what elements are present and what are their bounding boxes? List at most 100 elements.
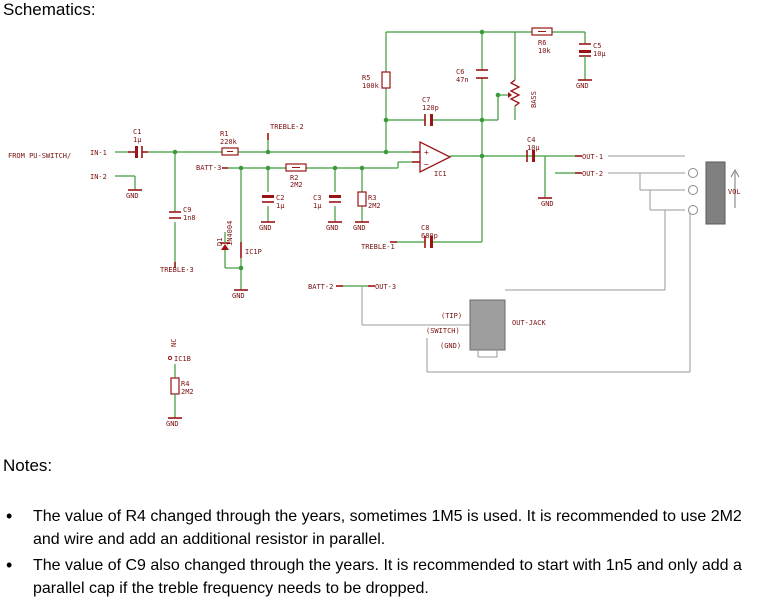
svg-text:2M2: 2M2 xyxy=(290,181,303,189)
potentiometer-vol: VOL xyxy=(688,161,741,225)
svg-text:OUT-1: OUT-1 xyxy=(582,153,603,161)
label-batt-2-out-3: BATT-2 OUT-3 xyxy=(308,283,396,291)
svg-text:100k: 100k xyxy=(362,82,380,90)
label-treble-3: TREBLE-3 xyxy=(160,262,194,274)
svg-text:R2: R2 xyxy=(290,174,298,182)
svg-text:TREBLE-2: TREBLE-2 xyxy=(270,123,304,131)
svg-text:D1: D1 xyxy=(216,238,224,246)
svg-text:+: + xyxy=(424,148,429,157)
svg-text:GND: GND xyxy=(259,224,272,232)
svg-text:1N4004: 1N4004 xyxy=(226,221,234,246)
opamp-ic1b-r4: NC IC1B R4 2M2 GND xyxy=(166,339,194,428)
label-out-2: OUT-2 xyxy=(555,170,603,178)
note-item: The value of R4 changed through the year… xyxy=(0,505,757,551)
svg-text:120p: 120p xyxy=(422,104,439,112)
svg-text:C1: C1 xyxy=(133,128,141,136)
svg-text:(SWITCH): (SWITCH) xyxy=(426,327,460,335)
junction-dot xyxy=(265,149,271,155)
svg-text:GND: GND xyxy=(541,200,554,208)
svg-text:47n: 47n xyxy=(456,76,469,84)
capacitor-c6: C6 47n xyxy=(456,68,488,84)
svg-text:IC1: IC1 xyxy=(434,170,447,178)
svg-text:R6: R6 xyxy=(538,39,546,47)
svg-text:R5: R5 xyxy=(362,74,370,82)
svg-text:C4: C4 xyxy=(527,136,535,144)
wire-feedback xyxy=(385,31,586,243)
svg-text:1µ: 1µ xyxy=(313,202,322,210)
svg-text:IC1B: IC1B xyxy=(174,355,191,363)
svg-text:OUT-3: OUT-3 xyxy=(375,283,396,291)
svg-text:VOL: VOL xyxy=(728,188,741,196)
svg-text:GND: GND xyxy=(576,82,589,90)
label-from-pu-switch: FROM PU-SWITCH/ xyxy=(8,152,71,160)
svg-text:BASS: BASS xyxy=(530,91,538,108)
junction-dot xyxy=(172,149,178,155)
svg-text:(TIP): (TIP) xyxy=(441,312,462,320)
svg-text:C5: C5 xyxy=(593,42,601,50)
svg-text:R3: R3 xyxy=(368,194,376,202)
svg-text:R4: R4 xyxy=(181,380,189,388)
svg-text:(GND): (GND) xyxy=(440,342,461,350)
schematics-heading: Schematics: xyxy=(3,0,96,19)
svg-text:−: − xyxy=(424,160,429,169)
svg-text:OUT-JACK: OUT-JACK xyxy=(512,319,547,327)
svg-text:GND: GND xyxy=(126,192,139,200)
svg-text:IC1P: IC1P xyxy=(245,248,262,256)
diode-d1: D1 1N4004 xyxy=(216,221,241,269)
wire-offboard xyxy=(361,155,691,373)
capacitor-c2: C2 1µ GND xyxy=(259,194,285,232)
opamp-ic1: + − IC1 xyxy=(412,140,575,178)
resistor-r2: R2 2M2 xyxy=(285,163,307,189)
svg-text:NC: NC xyxy=(170,339,178,347)
wire-bias xyxy=(228,161,412,290)
svg-text:10µ: 10µ xyxy=(527,144,540,152)
svg-text:TREBLE-3: TREBLE-3 xyxy=(160,266,194,274)
resistor-r1: R1 220k xyxy=(220,130,239,156)
svg-text:2M2: 2M2 xyxy=(368,202,381,210)
svg-text:GND: GND xyxy=(326,224,339,232)
resistor-r5: R5 100k xyxy=(362,71,391,90)
capacitor-c3: C3 1µ GND xyxy=(313,194,342,232)
svg-text:GND: GND xyxy=(232,292,245,300)
svg-text:C3: C3 xyxy=(313,194,321,202)
label-batt-3: BATT-3 xyxy=(196,164,221,172)
schematic-diagram: FROM PU-SWITCH/ IN-1 IN-2 GND C1 1µ R1 2… xyxy=(8,27,741,428)
capacitor-c1: C1 1µ xyxy=(128,128,148,158)
svg-text:1n8: 1n8 xyxy=(183,214,196,222)
svg-text:GND: GND xyxy=(166,420,179,428)
svg-text:1µ: 1µ xyxy=(133,136,142,144)
svg-text:TREBLE-1: TREBLE-1 xyxy=(361,243,395,251)
resistor-r6: R6 10k xyxy=(531,27,553,55)
label-out-1: OUT-1 xyxy=(575,153,603,161)
label-in2: IN-2 xyxy=(90,173,107,181)
potentiometer-bass: BASS xyxy=(508,79,538,120)
notes-list: The value of R4 changed through the year… xyxy=(0,505,757,603)
svg-text:2M2: 2M2 xyxy=(181,388,194,396)
label-treble-2: TREBLE-2 xyxy=(267,123,304,140)
svg-text:BATT-2: BATT-2 xyxy=(308,283,333,291)
note-item: The value of C9 also changed through the… xyxy=(0,554,757,600)
capacitor-c4: C4 10µ GND xyxy=(526,136,554,208)
svg-text:C8: C8 xyxy=(421,224,429,232)
svg-text:10k: 10k xyxy=(538,47,551,55)
svg-text:C6: C6 xyxy=(456,68,464,76)
capacitor-c7: C7 120p xyxy=(422,96,439,126)
svg-text:C9: C9 xyxy=(183,206,191,214)
capacitor-c9: C9 1n8 xyxy=(169,206,196,222)
svg-text:220k: 220k xyxy=(220,138,238,146)
gnd-symbol: GND xyxy=(126,189,142,200)
wire-in2-ground xyxy=(115,175,136,190)
capacitor-c8: C8 680p xyxy=(421,224,438,248)
svg-text:OUT-2: OUT-2 xyxy=(582,170,603,178)
svg-text:C2: C2 xyxy=(276,194,284,202)
capacitor-c5: C5 10µ GND xyxy=(576,42,606,90)
svg-text:1µ: 1µ xyxy=(276,202,285,210)
output-jack: (TIP) (SWITCH) (GND) OUT-JACK xyxy=(426,299,547,351)
label-in1: IN-1 xyxy=(90,149,107,157)
ic1-power: IC1P GND xyxy=(232,242,262,300)
resistor-r3: R3 2M2 GND xyxy=(353,191,381,232)
svg-text:10µ: 10µ xyxy=(593,50,606,58)
svg-text:680p: 680p xyxy=(421,232,438,240)
notes-heading: Notes: xyxy=(3,456,53,475)
svg-text:GND: GND xyxy=(353,224,366,232)
